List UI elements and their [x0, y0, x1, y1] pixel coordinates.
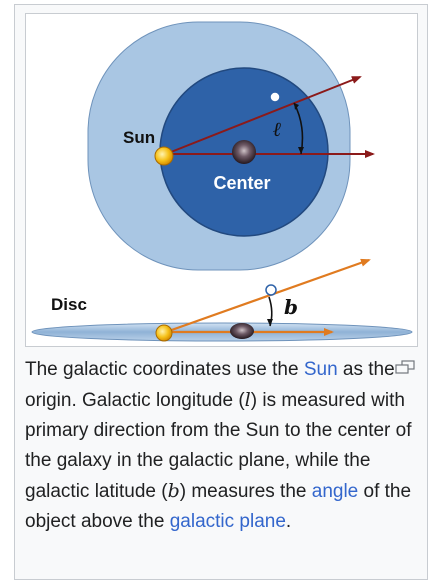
caption-text: .: [285, 511, 292, 532]
side-object-marker: [265, 284, 277, 296]
side-sun-marker: [155, 324, 173, 342]
caption-text: as the origin. Galactic longitude (: [25, 359, 395, 411]
center-label: Center: [213, 173, 270, 193]
galactic-coordinates-diagram[interactable]: Sun Center ℓ Disc b: [25, 13, 418, 347]
latitude-symbol: b: [284, 295, 298, 319]
object-direction-arrow: [165, 76, 362, 155]
caption-text: The galactic coordinates use the: [25, 359, 304, 380]
object-marker: [269, 91, 281, 103]
caption-text: ) is measured with primary direction fro…: [25, 390, 412, 502]
caption-text: of the object above the: [25, 481, 412, 532]
longitude-symbol: ℓ: [273, 117, 282, 141]
longitude-variable: l: [244, 389, 251, 411]
latitude-direction-arrow: [165, 258, 371, 334]
top-view: Sun Center ℓ: [87, 21, 375, 271]
sun-marker: [154, 146, 174, 166]
side-view: Disc b: [31, 258, 413, 342]
figure-container: Sun Center ℓ Disc b The g: [14, 4, 428, 580]
galactic-plane-link[interactable]: galactic plane: [169, 511, 286, 532]
disc-label: Disc: [51, 295, 87, 314]
side-galactic-core: [230, 323, 254, 339]
enlarge-icon[interactable]: [395, 360, 415, 374]
sun-link[interactable]: Sun: [303, 359, 338, 380]
latitude-variable: b: [167, 480, 180, 502]
sun-label: Sun: [123, 128, 155, 147]
galactic-core: [232, 140, 256, 164]
figure-caption: The galactic coordinates use the Sun as …: [25, 355, 418, 537]
angle-link[interactable]: angle: [311, 481, 359, 502]
caption-text: ) measures the: [179, 481, 312, 502]
